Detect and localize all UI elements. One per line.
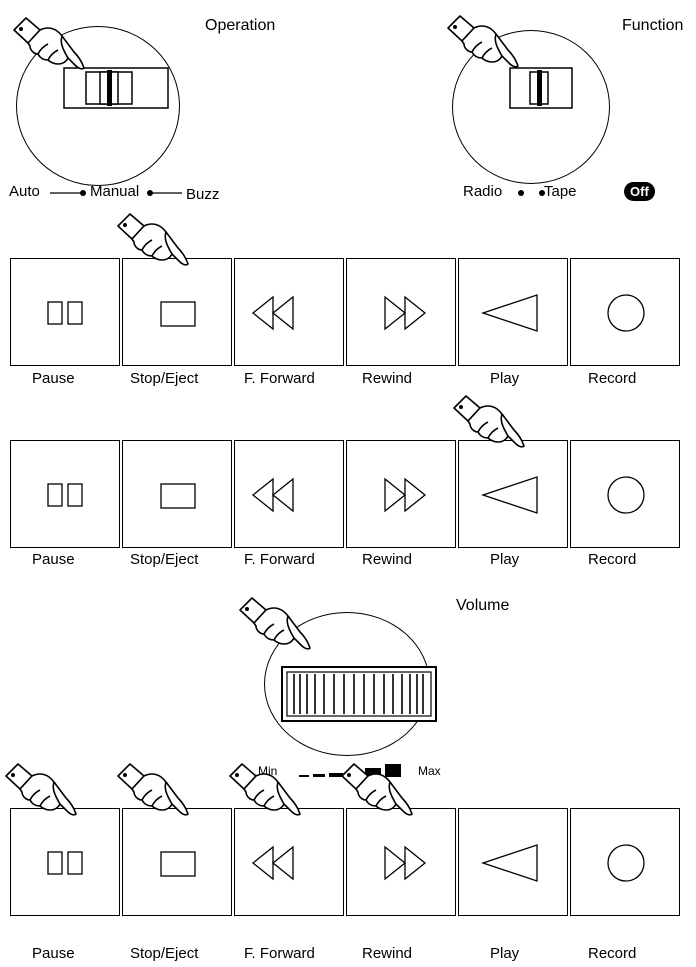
- record-label: Record: [588, 370, 637, 387]
- volume-wheel[interactable]: [280, 665, 440, 723]
- hand-pointer-icon: [4, 762, 78, 833]
- rewind-icon: [384, 295, 427, 331]
- record-label: Record: [588, 945, 637, 962]
- stop-eject-label: Stop/Eject: [130, 370, 199, 387]
- f-forward-label: F. Forward: [244, 945, 315, 962]
- f-forward-label: F. Forward: [244, 551, 315, 568]
- f-forward-button[interactable]: [234, 440, 344, 548]
- pause-icon: [47, 851, 83, 875]
- hand-pointer-icon: [116, 212, 190, 283]
- record-button[interactable]: [570, 258, 680, 366]
- pause-label: Pause: [32, 370, 75, 387]
- hand-pointer-icon: [228, 762, 302, 833]
- play-icon: [480, 476, 538, 514]
- rewind-button[interactable]: [346, 440, 456, 548]
- hand-pointer-icon: [12, 16, 86, 87]
- stop-icon: [160, 851, 196, 877]
- operation-option-auto: Auto: [9, 183, 40, 200]
- pause-label: Pause: [32, 551, 75, 568]
- record-button[interactable]: [570, 808, 680, 916]
- f-forward-button[interactable]: [234, 258, 344, 366]
- hand-pointer-icon: [446, 14, 520, 85]
- stop-icon: [160, 301, 196, 327]
- rewind-icon: [384, 845, 427, 881]
- stop-eject-label: Stop/Eject: [130, 551, 199, 568]
- play-icon: [480, 294, 538, 332]
- hand-pointer-icon: [452, 394, 526, 465]
- hand-pointer-icon: [238, 596, 312, 667]
- record-icon: [607, 476, 645, 514]
- f-forward-label: F. Forward: [244, 370, 315, 387]
- rewind-button[interactable]: [346, 258, 456, 366]
- play-button[interactable]: [458, 808, 568, 916]
- pause-icon: [47, 301, 83, 325]
- function-option-tape: Tape: [544, 183, 577, 200]
- record-icon: [607, 844, 645, 882]
- pause-label: Pause: [32, 945, 75, 962]
- volume-max-label: Max: [418, 764, 441, 778]
- stop-eject-button[interactable]: [122, 808, 232, 916]
- play-label: Play: [490, 945, 520, 962]
- operation-selector: Auto Manual Buzz: [0, 183, 260, 205]
- rewind-label: Rewind: [362, 551, 413, 568]
- fast-forward-icon: [251, 295, 294, 331]
- pause-button[interactable]: [10, 808, 120, 916]
- stop-eject-label: Stop/Eject: [130, 945, 199, 962]
- play-button[interactable]: [458, 258, 568, 366]
- pause-icon: [47, 483, 83, 507]
- play-button[interactable]: [458, 440, 568, 548]
- pause-button[interactable]: [10, 258, 120, 366]
- pause-button[interactable]: [10, 440, 120, 548]
- function-selector: Radio Tape Off: [456, 182, 656, 205]
- stop-eject-button[interactable]: [122, 440, 232, 548]
- record-button[interactable]: [570, 440, 680, 548]
- function-slider-switch[interactable]: [508, 66, 574, 110]
- hand-pointer-icon: [116, 762, 190, 833]
- off-badge: Off: [624, 182, 655, 201]
- rewind-label: Rewind: [362, 370, 413, 387]
- stop-eject-button[interactable]: [122, 258, 232, 366]
- stop-icon: [160, 483, 196, 509]
- record-icon: [607, 294, 645, 332]
- fast-forward-icon: [251, 477, 294, 513]
- rewind-label: Rewind: [362, 945, 413, 962]
- fast-forward-icon: [251, 845, 294, 881]
- hand-pointer-icon: [340, 762, 414, 833]
- function-title: Function: [622, 17, 684, 34]
- operation-option-manual: Manual: [90, 183, 140, 200]
- rewind-icon: [384, 477, 427, 513]
- play-label: Play: [490, 370, 520, 387]
- record-label: Record: [588, 551, 637, 568]
- play-icon: [480, 844, 538, 882]
- play-label: Play: [490, 551, 520, 568]
- operation-title: Operation: [205, 17, 276, 34]
- operation-slider-switch[interactable]: [62, 66, 170, 110]
- volume-title: Volume: [456, 597, 510, 614]
- function-option-radio: Radio: [463, 183, 503, 200]
- f-forward-button[interactable]: [234, 808, 344, 916]
- operation-option-buzz: Buzz: [186, 186, 220, 203]
